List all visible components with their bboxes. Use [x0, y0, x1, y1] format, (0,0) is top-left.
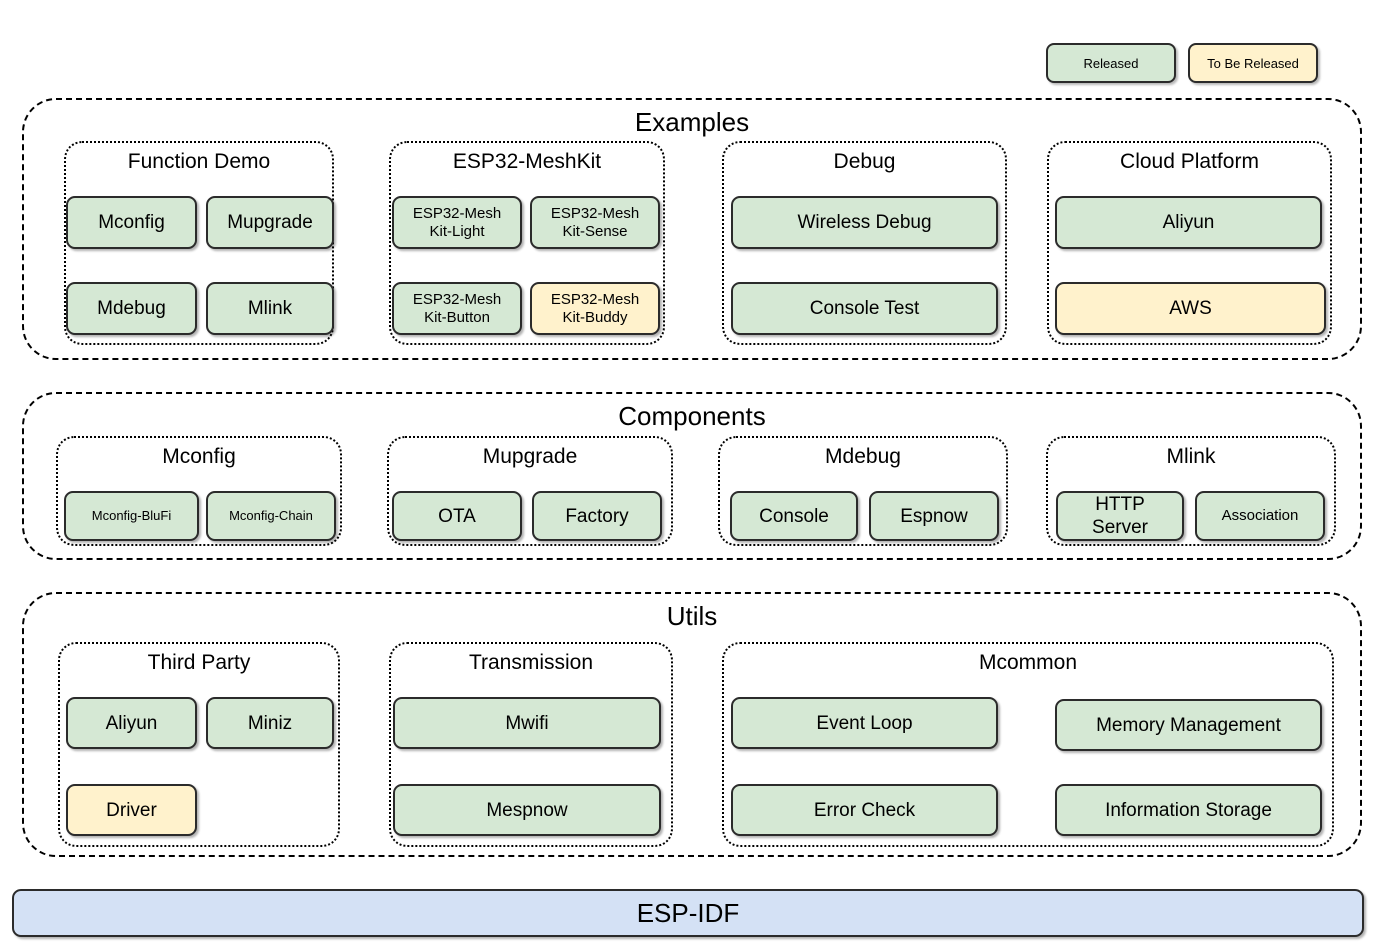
box-ota[interactable]: OTA [392, 491, 522, 541]
group-mupgrade-title: Mupgrade [482, 445, 578, 468]
legend-to-be-released-chip: To Be Released [1188, 43, 1318, 83]
esp-idf-bar: ESP-IDF [12, 889, 1364, 937]
group-function-demo-title: Function Demo [127, 150, 271, 173]
group-mupgrade: Mupgrade [387, 436, 673, 546]
group-debug-title: Debug [833, 150, 896, 173]
group-debug: Debug [722, 141, 1007, 345]
box-error-check[interactable]: Error Check [731, 784, 998, 836]
box-driver[interactable]: Driver [66, 784, 197, 836]
group-mconfig: Mconfig [56, 436, 342, 546]
group-mlink: Mlink [1046, 436, 1336, 546]
box-association[interactable]: Association [1195, 491, 1325, 541]
group-mdebug: Mdebug [718, 436, 1008, 546]
box-espnow[interactable]: Espnow [869, 491, 999, 541]
group-esp32-meshkit-title: ESP32-MeshKit [452, 150, 602, 173]
box-memory-management[interactable]: Memory Management [1055, 699, 1322, 751]
box-meshkit-buddy[interactable]: ESP32-Mesh Kit-Buddy [530, 282, 660, 335]
section-utils-title: Utils [666, 601, 718, 631]
box-aliyun-thirdparty[interactable]: Aliyun [66, 697, 197, 749]
group-transmission-title: Transmission [468, 651, 594, 674]
group-transmission: Transmission [389, 642, 673, 847]
section-components: Components [22, 392, 1362, 560]
legend-released-label: Released [1083, 55, 1139, 71]
box-wireless-debug[interactable]: Wireless Debug [731, 196, 998, 249]
section-utils: Utils [22, 592, 1362, 857]
group-esp32-meshkit: ESP32-MeshKit [389, 141, 665, 345]
box-mconfig-blufi[interactable]: Mconfig-BluFi [64, 491, 199, 541]
legend-released-chip: Released [1046, 43, 1176, 83]
legend: Released To Be Released [1046, 43, 1318, 83]
group-mconfig-title: Mconfig [162, 445, 236, 468]
box-aliyun-cloud[interactable]: Aliyun [1055, 196, 1322, 249]
box-mwifi[interactable]: Mwifi [393, 697, 661, 749]
box-event-loop[interactable]: Event Loop [731, 697, 998, 749]
box-mdebug-demo[interactable]: Mdebug [66, 282, 197, 335]
box-console-test[interactable]: Console Test [731, 282, 998, 335]
box-http-server[interactable]: HTTP Server [1056, 491, 1184, 541]
group-mcommon-title: Mcommon [978, 651, 1078, 674]
box-mupgrade-demo[interactable]: Mupgrade [206, 196, 334, 249]
legend-to-be-released-label: To Be Released [1207, 55, 1299, 71]
section-components-title: Components [618, 401, 766, 431]
group-mdebug-title: Mdebug [825, 445, 901, 468]
group-cloud-platform: Cloud Platform [1047, 141, 1332, 345]
section-examples-title: Examples [634, 107, 750, 137]
esp-idf-label: ESP-IDF [636, 897, 740, 928]
box-factory[interactable]: Factory [532, 491, 662, 541]
box-mespnow[interactable]: Mespnow [393, 784, 661, 836]
section-examples: Examples [22, 98, 1362, 360]
box-miniz[interactable]: Miniz [206, 697, 334, 749]
box-meshkit-button[interactable]: ESP32-Mesh Kit-Button [392, 282, 522, 335]
box-information-storage[interactable]: Information Storage [1055, 784, 1322, 836]
group-mcommon: Mcommon [722, 642, 1334, 847]
box-mconfig-demo[interactable]: Mconfig [66, 196, 197, 249]
box-mlink-demo[interactable]: Mlink [206, 282, 334, 335]
group-cloud-platform-title: Cloud Platform [1120, 150, 1259, 173]
box-console[interactable]: Console [730, 491, 858, 541]
group-mlink-title: Mlink [1166, 445, 1216, 468]
box-aws[interactable]: AWS [1055, 282, 1326, 335]
box-meshkit-light[interactable]: ESP32-Mesh Kit-Light [392, 196, 522, 249]
group-third-party: Third Party [58, 642, 340, 847]
box-meshkit-sense[interactable]: ESP32-Mesh Kit-Sense [530, 196, 660, 249]
group-third-party-title: Third Party [147, 651, 251, 674]
box-mconfig-chain[interactable]: Mconfig-Chain [206, 491, 336, 541]
